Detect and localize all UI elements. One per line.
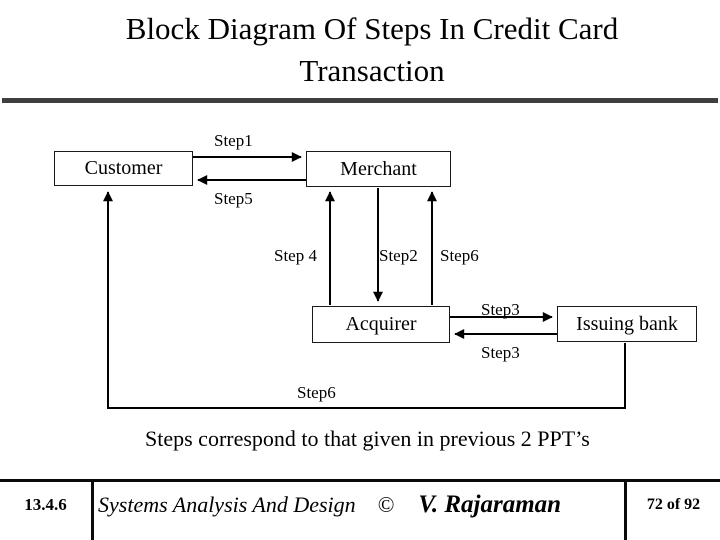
customer-box-label: Customer bbox=[84, 157, 163, 179]
customer-box: Customer bbox=[54, 151, 193, 186]
arrow-step6-issuing-to-customer bbox=[103, 191, 626, 409]
page-title: Block Diagram Of Steps In Credit Card Tr… bbox=[24, 8, 720, 92]
issuing-bank-box-label: Issuing bank bbox=[576, 312, 678, 335]
footer-page-number: 72 of 92 bbox=[646, 496, 701, 513]
step6-mid-label: Step6 bbox=[440, 246, 479, 265]
footer-section-number: 13.4.6 bbox=[24, 495, 67, 514]
title-rule bbox=[2, 98, 718, 103]
page-title-line2: Transaction bbox=[299, 53, 445, 88]
step3-bottom-label: Step3 bbox=[481, 343, 520, 362]
copyright-icon: © bbox=[377, 492, 395, 517]
step4-label: Step 4 bbox=[274, 246, 317, 265]
merchant-box: Merchant bbox=[306, 151, 451, 187]
step3-top-label: Step3 bbox=[481, 300, 520, 319]
step2-label: Step2 bbox=[379, 246, 418, 265]
footer-divider-left bbox=[91, 481, 94, 540]
footer-middle: Systems Analysis And Design © V. Rajaram… bbox=[98, 482, 622, 528]
step5-label: Step5 bbox=[214, 189, 253, 208]
footer-author: V. Rajaraman bbox=[418, 491, 562, 518]
acquirer-box-label: Acquirer bbox=[345, 313, 417, 335]
acquirer-box: Acquirer bbox=[312, 306, 450, 343]
page-title-line1: Block Diagram Of Steps In Credit Card bbox=[125, 11, 619, 46]
caption-text: Steps correspond to that given in previo… bbox=[145, 426, 590, 451]
step6-bottom-label: Step6 bbox=[297, 383, 336, 402]
issuing-bank-box: Issuing bank bbox=[557, 306, 697, 342]
merchant-box-label: Merchant bbox=[340, 157, 417, 180]
footer-divider-right bbox=[624, 481, 627, 540]
footer-book-title: Systems Analysis And Design bbox=[98, 492, 356, 517]
step1-label: Step1 bbox=[214, 131, 253, 150]
footer-top-rule bbox=[0, 479, 720, 482]
